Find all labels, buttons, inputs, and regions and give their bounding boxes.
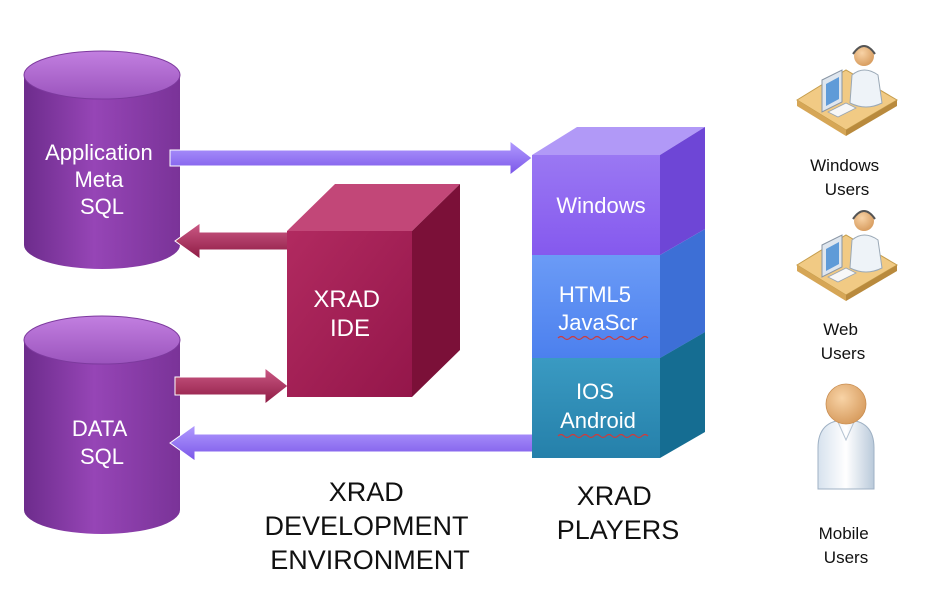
person-icon	[817, 383, 875, 490]
data-db-label-line: SQL	[80, 444, 124, 469]
svg-text:Windows Users: Windows Users	[810, 156, 884, 199]
xrad-ide-cube: XRAD IDE	[287, 184, 460, 397]
windows-users-label-line: Windows	[810, 156, 879, 175]
spellcheck-underline	[557, 433, 649, 439]
players-caption-line: XRAD	[577, 481, 652, 511]
meta-to-players-arrow	[169, 139, 533, 177]
players-caption: XRAD PLAYERS	[557, 481, 680, 545]
app-meta-label-line: Application	[45, 140, 153, 165]
html5-label-line: HTML5	[559, 282, 631, 307]
players-stack: IOS Android HTML5 JavaScr Windows	[532, 127, 705, 458]
svg-text:IOS Android: IOS Android	[560, 379, 636, 433]
html5-label-line: JavaScr	[558, 310, 637, 335]
players-to-data-arrow	[169, 424, 541, 462]
ios-label-line: Android	[560, 408, 636, 433]
svg-text:Application Meta S: Application Meta SQL	[45, 140, 159, 219]
data-db-label-line: DATA	[72, 416, 128, 441]
windows-block: Windows	[532, 127, 705, 255]
svg-text:XRAD IDE: XRAD IDE	[313, 286, 386, 342]
desktop-user-icon	[796, 210, 898, 301]
dev-env-caption-line: XRAD	[329, 477, 404, 507]
ios-label-line: IOS	[576, 379, 614, 404]
svg-text:HTML5 JavaScr: HTML5 JavaScr	[558, 282, 637, 335]
ide-to-meta-arrow	[174, 222, 296, 260]
ide-label-line: XRAD	[313, 286, 380, 313]
mobile-users-label-line: Mobile	[819, 524, 869, 543]
svg-text:Windows: Windows	[556, 193, 645, 218]
app-meta-database: Application Meta SQL	[23, 50, 181, 269]
web-users-label-line: Web	[823, 320, 858, 339]
app-meta-label-line: Meta	[74, 167, 124, 192]
svg-text:DATA SQL: DATA SQL	[72, 416, 132, 469]
app-meta-label-line: SQL	[80, 194, 124, 219]
dev-env-caption-line: DEVELOPMENT	[264, 511, 468, 541]
html5-javascript-block: HTML5 JavaScr	[532, 229, 705, 358]
spellcheck-underline	[557, 335, 649, 341]
players-caption-line: PLAYERS	[557, 515, 680, 545]
windows-label: Windows	[556, 193, 645, 218]
data-database: DATA SQL	[23, 315, 181, 534]
svg-text:Mobile Users: Mobile Users	[819, 524, 874, 567]
dev-env-caption-line: ENVIRONMENT	[270, 545, 470, 575]
mobile-users-label-line: Users	[824, 548, 868, 567]
dev-environment-caption: XRAD DEVELOPMENT ENVIRONMENT	[264, 477, 475, 575]
web-users-label-line: Users	[821, 344, 865, 363]
ide-label-line: IDE	[330, 315, 370, 342]
data-to-ide-arrow	[174, 366, 289, 406]
desktop-user-icon	[796, 45, 898, 136]
windows-users-label-line: Users	[825, 180, 869, 199]
svg-text:Web Users: Web Users	[821, 320, 865, 363]
